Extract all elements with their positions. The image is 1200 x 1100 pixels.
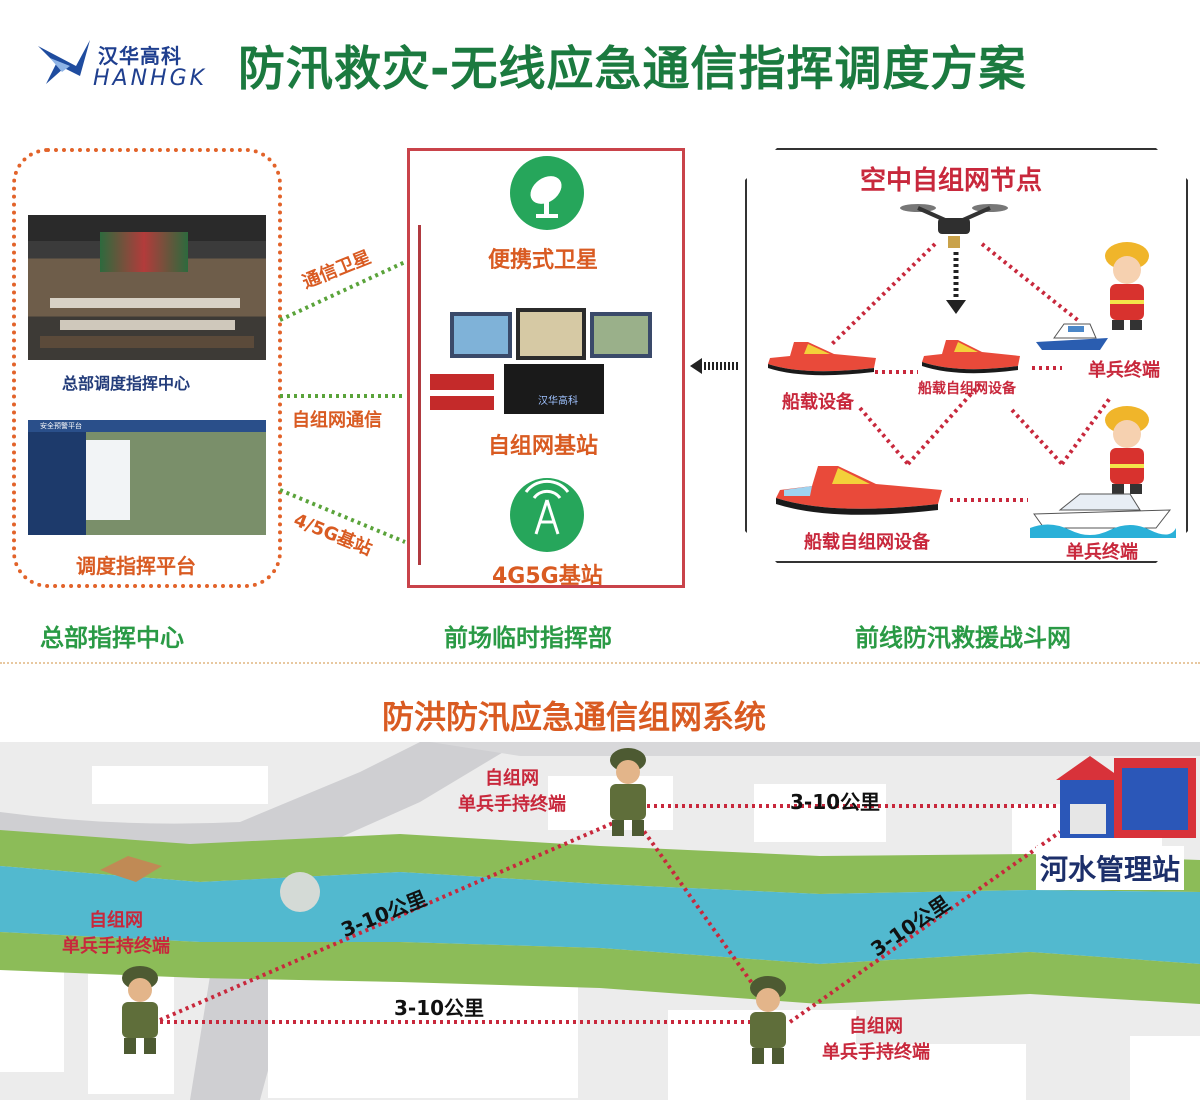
ship-device-label: 船载设备 — [782, 392, 854, 413]
air-network-border — [745, 148, 1188, 563]
logo-text-en: HANHGK — [93, 66, 208, 91]
soldier-top-line2: 单兵手持终端 — [458, 794, 566, 815]
platform-info-panel — [86, 440, 130, 520]
soldier-bottom-label: 自组网 单兵手持终端 — [822, 1014, 930, 1066]
jetski-icon-left — [768, 342, 876, 376]
soldier-top-line1: 自组网 — [485, 768, 539, 789]
jetski-icon-middle — [922, 340, 1020, 374]
logo-text-cn: 汉华高科 — [98, 44, 182, 68]
front-command-border — [407, 148, 685, 588]
single-terminal-label-1: 单兵终端 — [1088, 360, 1160, 381]
section-divider — [0, 662, 1200, 664]
page-title: 防汛救灾-无线应急通信指挥调度方案 — [238, 42, 1027, 97]
link-lines — [279, 260, 406, 544]
command-hall-desks — [40, 298, 254, 348]
hall-label: 总部调度指挥中心 — [62, 374, 191, 393]
mesh-base-label: 自组网基站 — [488, 434, 599, 459]
hq-section-label: 总部指挥中心 — [40, 624, 184, 652]
satellite-dish-icon — [510, 156, 584, 230]
front-command-inner-line — [418, 225, 421, 565]
hanhgk-logo-icon — [38, 40, 90, 84]
soldier-icon-left — [122, 966, 158, 1054]
single-terminal-label-2: 单兵终端 — [1066, 542, 1138, 563]
soldier-bottom-line1: 自组网 — [849, 1016, 903, 1037]
ship-mesh-small-label: 船载自组网设备 — [918, 381, 1016, 397]
soldier-left-line1: 自组网 — [89, 910, 143, 931]
soldier-icon-top — [610, 748, 646, 836]
air-section-label: 前线防汛救援战斗网 — [855, 624, 1071, 652]
cellular-base-label: 4G5G基站 — [492, 564, 603, 589]
front-section-label: 前场临时指挥部 — [444, 624, 612, 652]
drone-icon — [900, 204, 1008, 248]
link-label-mesh: 自组网通信 — [292, 410, 382, 431]
soldier-left-label: 自组网 单兵手持终端 — [62, 908, 170, 960]
system-title: 防洪防汛应急通信组网系统 — [382, 698, 767, 736]
command-hall-screen — [100, 232, 188, 272]
soldier-bottom-line2: 单兵手持终端 — [822, 1042, 930, 1063]
flood-control-map: 自组网 单兵手持终端 自组网 单兵手持终端 自组网 单兵手持终端 河水管理站 3… — [0, 742, 1200, 1100]
firefighter-icon-2 — [1105, 406, 1149, 494]
device-brand-label: 汉华高科 — [538, 396, 578, 407]
cell-tower-icon — [510, 478, 584, 552]
soldier-left-line2: 单兵手持终端 — [62, 936, 170, 957]
mesh-base-station-image — [430, 308, 652, 414]
water-station-building-icon — [1056, 756, 1196, 838]
arrow-left-icon — [690, 358, 740, 374]
soldier-top-label: 自组网 单兵手持终端 — [458, 766, 566, 818]
air-network-title: 空中自组网节点 — [860, 166, 1043, 196]
patrol-boat-icon — [1036, 323, 1108, 350]
platform-header-bar — [28, 420, 266, 432]
water-station-label: 河水管理站 — [1036, 846, 1185, 890]
distance-label-bottom: 3-10公里 — [394, 996, 485, 1020]
jetski-icon-large — [776, 466, 942, 515]
ship-mesh-large-label: 船载自组网设备 — [804, 532, 930, 553]
platform-label: 调度指挥平台 — [76, 554, 196, 578]
distance-label-top: 3-10公里 — [790, 790, 881, 814]
soldier-icon-bottom — [750, 976, 786, 1064]
hq-panel-border — [12, 148, 282, 588]
speedboat-icon — [1030, 493, 1176, 538]
header: 汉华高科 HANHGK 防汛救灾-无线应急通信指挥调度方案 — [0, 0, 1200, 130]
air-network-links — [830, 242, 1112, 502]
firefighter-icon-1 — [1105, 242, 1149, 330]
portable-satellite-label: 便携式卫星 — [488, 248, 599, 273]
platform-screen-title: 安全预警平台 — [40, 422, 82, 430]
platform-sidebar — [28, 420, 86, 535]
